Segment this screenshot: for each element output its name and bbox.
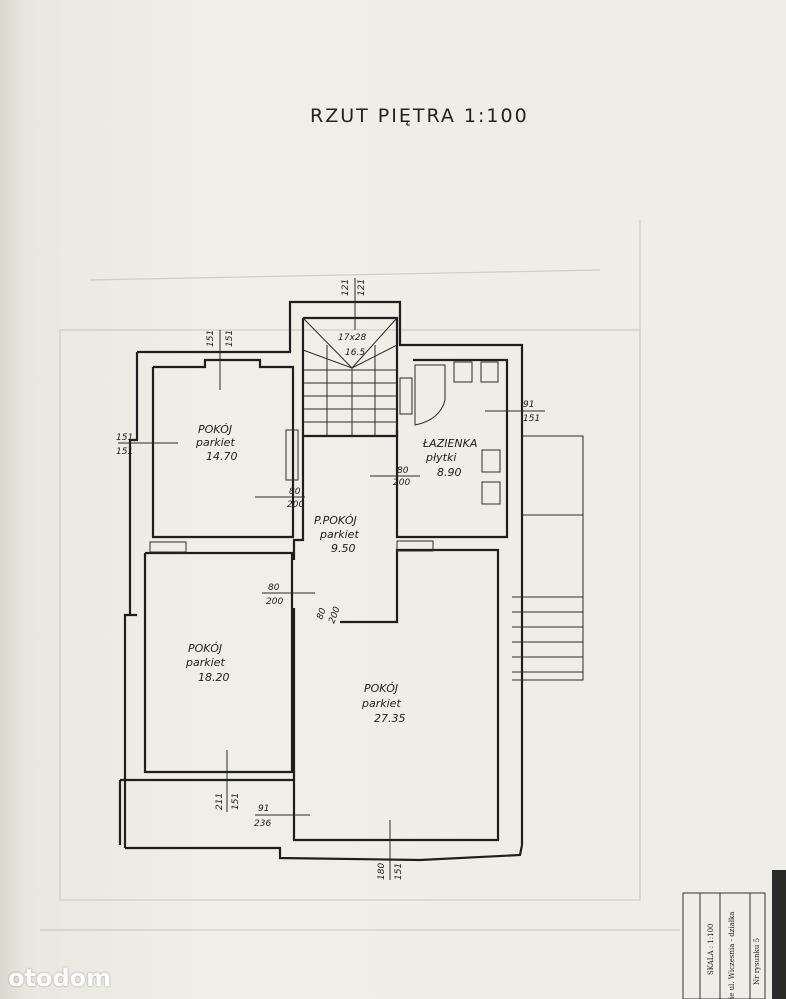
- label-text: 200: [393, 478, 410, 488]
- room-pokoj-3: POKÓJ parkiet 27.35: [361, 682, 406, 725]
- label-text: 17x28: [338, 333, 367, 343]
- otodom-watermark: otodom: [8, 964, 112, 992]
- label-text: 151: [116, 447, 133, 457]
- room-lazienka: ŁAZIENKA płytki 8.90: [422, 437, 477, 479]
- label-text: SKALA : 1:100: [707, 924, 715, 975]
- room-p-pokoj: P.POKÓJ parkiet 9.50: [314, 514, 359, 555]
- staircase: [302, 317, 398, 436]
- label-text: 200: [266, 597, 283, 607]
- label-text: 151: [231, 793, 241, 810]
- label-text: 16.5: [345, 348, 365, 358]
- label-text: parkiet: [361, 697, 401, 710]
- label-text: 151: [394, 863, 404, 880]
- bathroom-fixtures: [414, 361, 501, 505]
- show-through-lines: [40, 220, 680, 931]
- label-text: parkiet: [319, 528, 359, 541]
- label-text: P.POKÓJ: [314, 514, 357, 527]
- label-text: 80: [397, 466, 409, 476]
- label-text: 80: [315, 607, 328, 621]
- label-text: 8.90: [437, 466, 462, 479]
- inner-walls: [143, 316, 509, 842]
- label-text: 151: [225, 330, 235, 347]
- label-text: ie ul. Wiczesnia - działka: [728, 912, 736, 999]
- label-text: 80: [268, 583, 280, 593]
- plan-title: RZUT PIĘTRA 1:100: [310, 105, 529, 127]
- label-text: 180: [377, 863, 387, 880]
- label-text: 80: [289, 487, 301, 497]
- label-text: 151: [523, 414, 540, 424]
- label-text: płytki: [425, 451, 456, 464]
- page-edge: [772, 870, 786, 999]
- label-text: parkiet: [185, 656, 225, 669]
- outer-walls: [118, 300, 524, 862]
- label-text: 91: [523, 400, 534, 410]
- label-text: 121: [357, 279, 367, 296]
- label-text: ŁAZIENKA: [422, 437, 477, 450]
- chimneys: [149, 377, 434, 553]
- dimension-labels: 151 151 121 121 17x28 16.5 151 151 91 15…: [116, 279, 540, 880]
- label-text: 236: [254, 819, 271, 829]
- label-text: 121: [341, 279, 351, 296]
- label-text: 151: [206, 330, 216, 347]
- dimension-lines: [118, 278, 545, 880]
- label-text: POKÓJ: [198, 423, 232, 436]
- label-text: 18.20: [198, 671, 230, 684]
- room-pokoj-2: POKÓJ parkiet 18.20: [185, 642, 230, 684]
- label-text: POKÓJ: [188, 642, 222, 655]
- label-text: 27.35: [374, 712, 406, 725]
- exterior-stairs: [512, 435, 584, 681]
- label-text: POKÓJ: [364, 682, 398, 695]
- label-text: 91: [258, 804, 269, 814]
- room-pokoj-1: POKÓJ parkiet 14.70: [195, 423, 238, 463]
- label-text: 200: [287, 500, 304, 510]
- label-text: parkiet: [195, 436, 235, 449]
- label-text: 9.50: [331, 542, 356, 555]
- label-text: 151: [116, 433, 133, 443]
- label-text: 211: [215, 793, 225, 810]
- label-text: 14.70: [206, 450, 238, 463]
- label-text: Nr rysunku 5: [753, 938, 761, 985]
- title-block-stamp: SKALA : 1:100 ie ul. Wiczesnia - działka…: [682, 892, 766, 999]
